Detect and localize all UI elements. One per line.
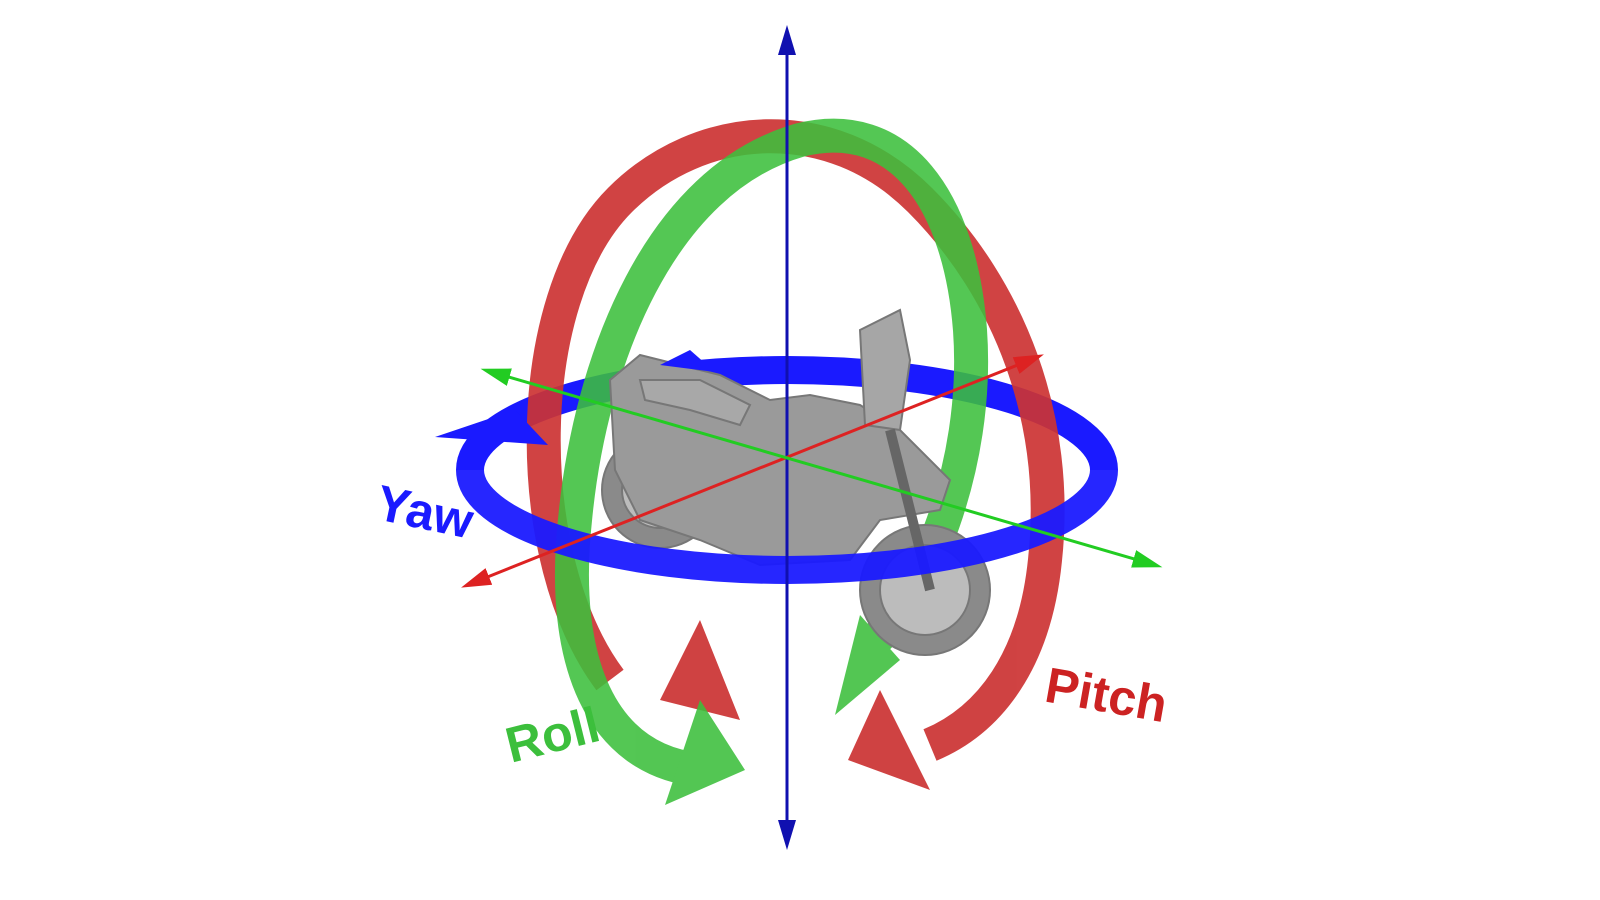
longitudinal-roll-axis [480, 368, 1163, 568]
pitch-arrow-head-left [660, 620, 740, 720]
pitch-label: Pitch [1041, 657, 1171, 733]
pitch-arrow-head-right [848, 690, 930, 790]
roll-label: Roll [500, 696, 605, 773]
roll-arrow-head-right [835, 615, 900, 715]
roll-arrow-head-left [665, 700, 745, 805]
